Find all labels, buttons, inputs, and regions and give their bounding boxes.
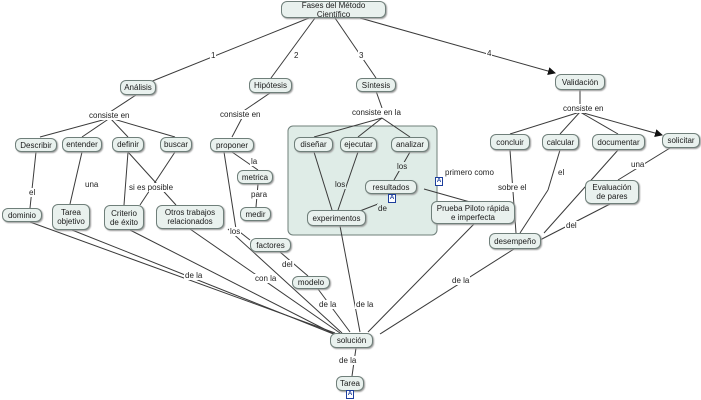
link-label-consiste-analisis: consiste en (88, 111, 131, 120)
node-analizar[interactable]: analizar (391, 137, 429, 152)
node-desempeno[interactable]: desempeño (489, 233, 541, 249)
link-label-el: el (28, 188, 37, 197)
link-label-consiste-sintesis: consiste en la (351, 108, 402, 117)
node-ejecutar[interactable]: ejecutar (340, 137, 377, 152)
node-hipotesis[interactable]: Hipótesis (249, 78, 292, 93)
link-label-de-la-4: de la (451, 276, 471, 285)
node-metrica[interactable]: metrica (237, 170, 273, 184)
link-label-primero-como: primero como (444, 168, 495, 177)
node-experimentos[interactable]: experimentos (307, 210, 366, 226)
node-tarea[interactable]: Tarea (336, 376, 364, 391)
link-label-los-hipotesis: los (229, 227, 242, 236)
link-label-una-validacion: una (630, 160, 646, 169)
node-buscar[interactable]: buscar (160, 137, 192, 152)
link-label-el-validacion: el (557, 168, 566, 177)
link-label-del-validacion: del (565, 221, 578, 230)
link-label-una: una (84, 180, 100, 189)
node-sintesis[interactable]: Síntesis (356, 78, 396, 92)
resource-icon[interactable]: A (346, 390, 354, 399)
link-label-con-la: con la (254, 274, 278, 283)
node-validacion[interactable]: Validación (555, 74, 605, 90)
link-label-de-la-2: de la (318, 300, 338, 309)
node-evaluacion-pares[interactable]: Evaluación de pares (585, 180, 639, 204)
node-dominio[interactable]: dominio (2, 208, 42, 222)
link-label-si-es-posible: si es posible (128, 183, 175, 192)
node-tarea-objetivo[interactable]: Tarea objetivo (52, 204, 90, 230)
node-solicitar[interactable]: solicitar (662, 133, 700, 148)
link-label-para: para (250, 190, 269, 199)
link-label-4: 4 (486, 49, 493, 58)
link-label-los-sintesis-1: los (334, 180, 347, 189)
link-label-1: 1 (210, 51, 217, 60)
node-modelo[interactable]: modelo (292, 276, 330, 289)
link-label-3: 3 (358, 51, 365, 60)
link-label-de-la-3: de la (355, 300, 375, 309)
node-definir[interactable]: definir (112, 137, 144, 152)
link-label-del: del (281, 260, 294, 269)
title-node[interactable]: Fases del Método Científico (281, 1, 386, 19)
node-entender[interactable]: entender (62, 137, 102, 152)
link-label-2: 2 (293, 51, 300, 60)
node-analisis[interactable]: Análisis (120, 80, 156, 95)
link-label-los-sintesis-2: los (396, 162, 409, 171)
node-resultados[interactable]: resultados (365, 180, 417, 194)
link-label-la: la (250, 157, 259, 166)
link-label-de-la-5: de la (338, 356, 358, 365)
node-medir[interactable]: medir (240, 207, 271, 221)
node-otros-trabajos[interactable]: Otros trabajos relacionados (156, 205, 224, 229)
resource-icon[interactable]: A (388, 194, 396, 203)
link-label-consiste-validacion: consiste en (562, 104, 605, 113)
node-solucion[interactable]: solución (330, 333, 373, 348)
node-proponer[interactable]: proponer (210, 138, 254, 152)
link-label-consiste-hipotesis: consiste en (219, 110, 262, 119)
node-disenar[interactable]: diseñar (294, 137, 333, 152)
node-describir[interactable]: Describir (15, 138, 57, 152)
resource-icon[interactable]: A (435, 177, 443, 186)
link-label-sobre-el: sobre el (497, 183, 528, 192)
node-criterio-exito[interactable]: Criterio de éxito (104, 205, 144, 230)
node-concluir[interactable]: concluir (490, 134, 530, 150)
link-label-de-la-1: de la (184, 271, 204, 280)
link-label-de-resultados: de (377, 204, 388, 213)
node-documentar[interactable]: documentar (592, 134, 645, 150)
node-calcular[interactable]: calcular (542, 134, 579, 150)
node-prueba-piloto[interactable]: Prueba Piloto rápida e imperfecta (431, 201, 515, 224)
node-factores[interactable]: factores (250, 238, 291, 252)
